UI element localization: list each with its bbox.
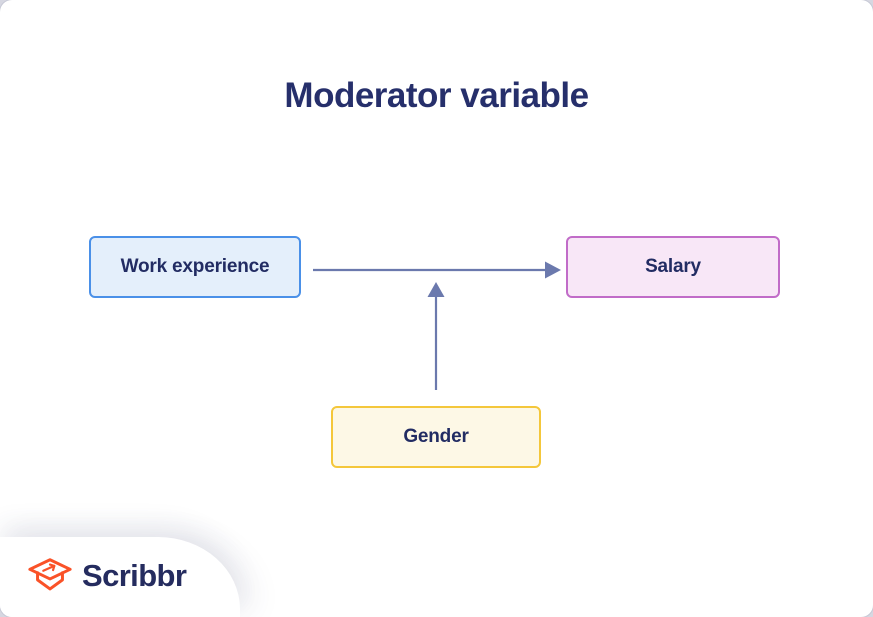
box-work-experience: Work experience — [89, 236, 301, 298]
box-salary-label: Salary — [645, 256, 701, 277]
graduation-cap-icon — [28, 558, 72, 591]
box-gender-label: Gender — [403, 426, 469, 447]
brand-tab: Scribbr — [0, 537, 240, 617]
arrow-work-experience-to-salary — [313, 261, 561, 279]
box-gender: Gender — [331, 406, 541, 468]
page-title: Moderator variable — [284, 76, 589, 115]
arrow-gender-to-relationship — [427, 282, 445, 390]
box-work-experience-label: Work experience — [120, 256, 270, 277]
scribbr-logo: Scribbr — [27, 557, 187, 597]
box-salary: Salary — [566, 236, 780, 298]
scribbr-logo-text: Scribbr — [82, 557, 187, 593]
